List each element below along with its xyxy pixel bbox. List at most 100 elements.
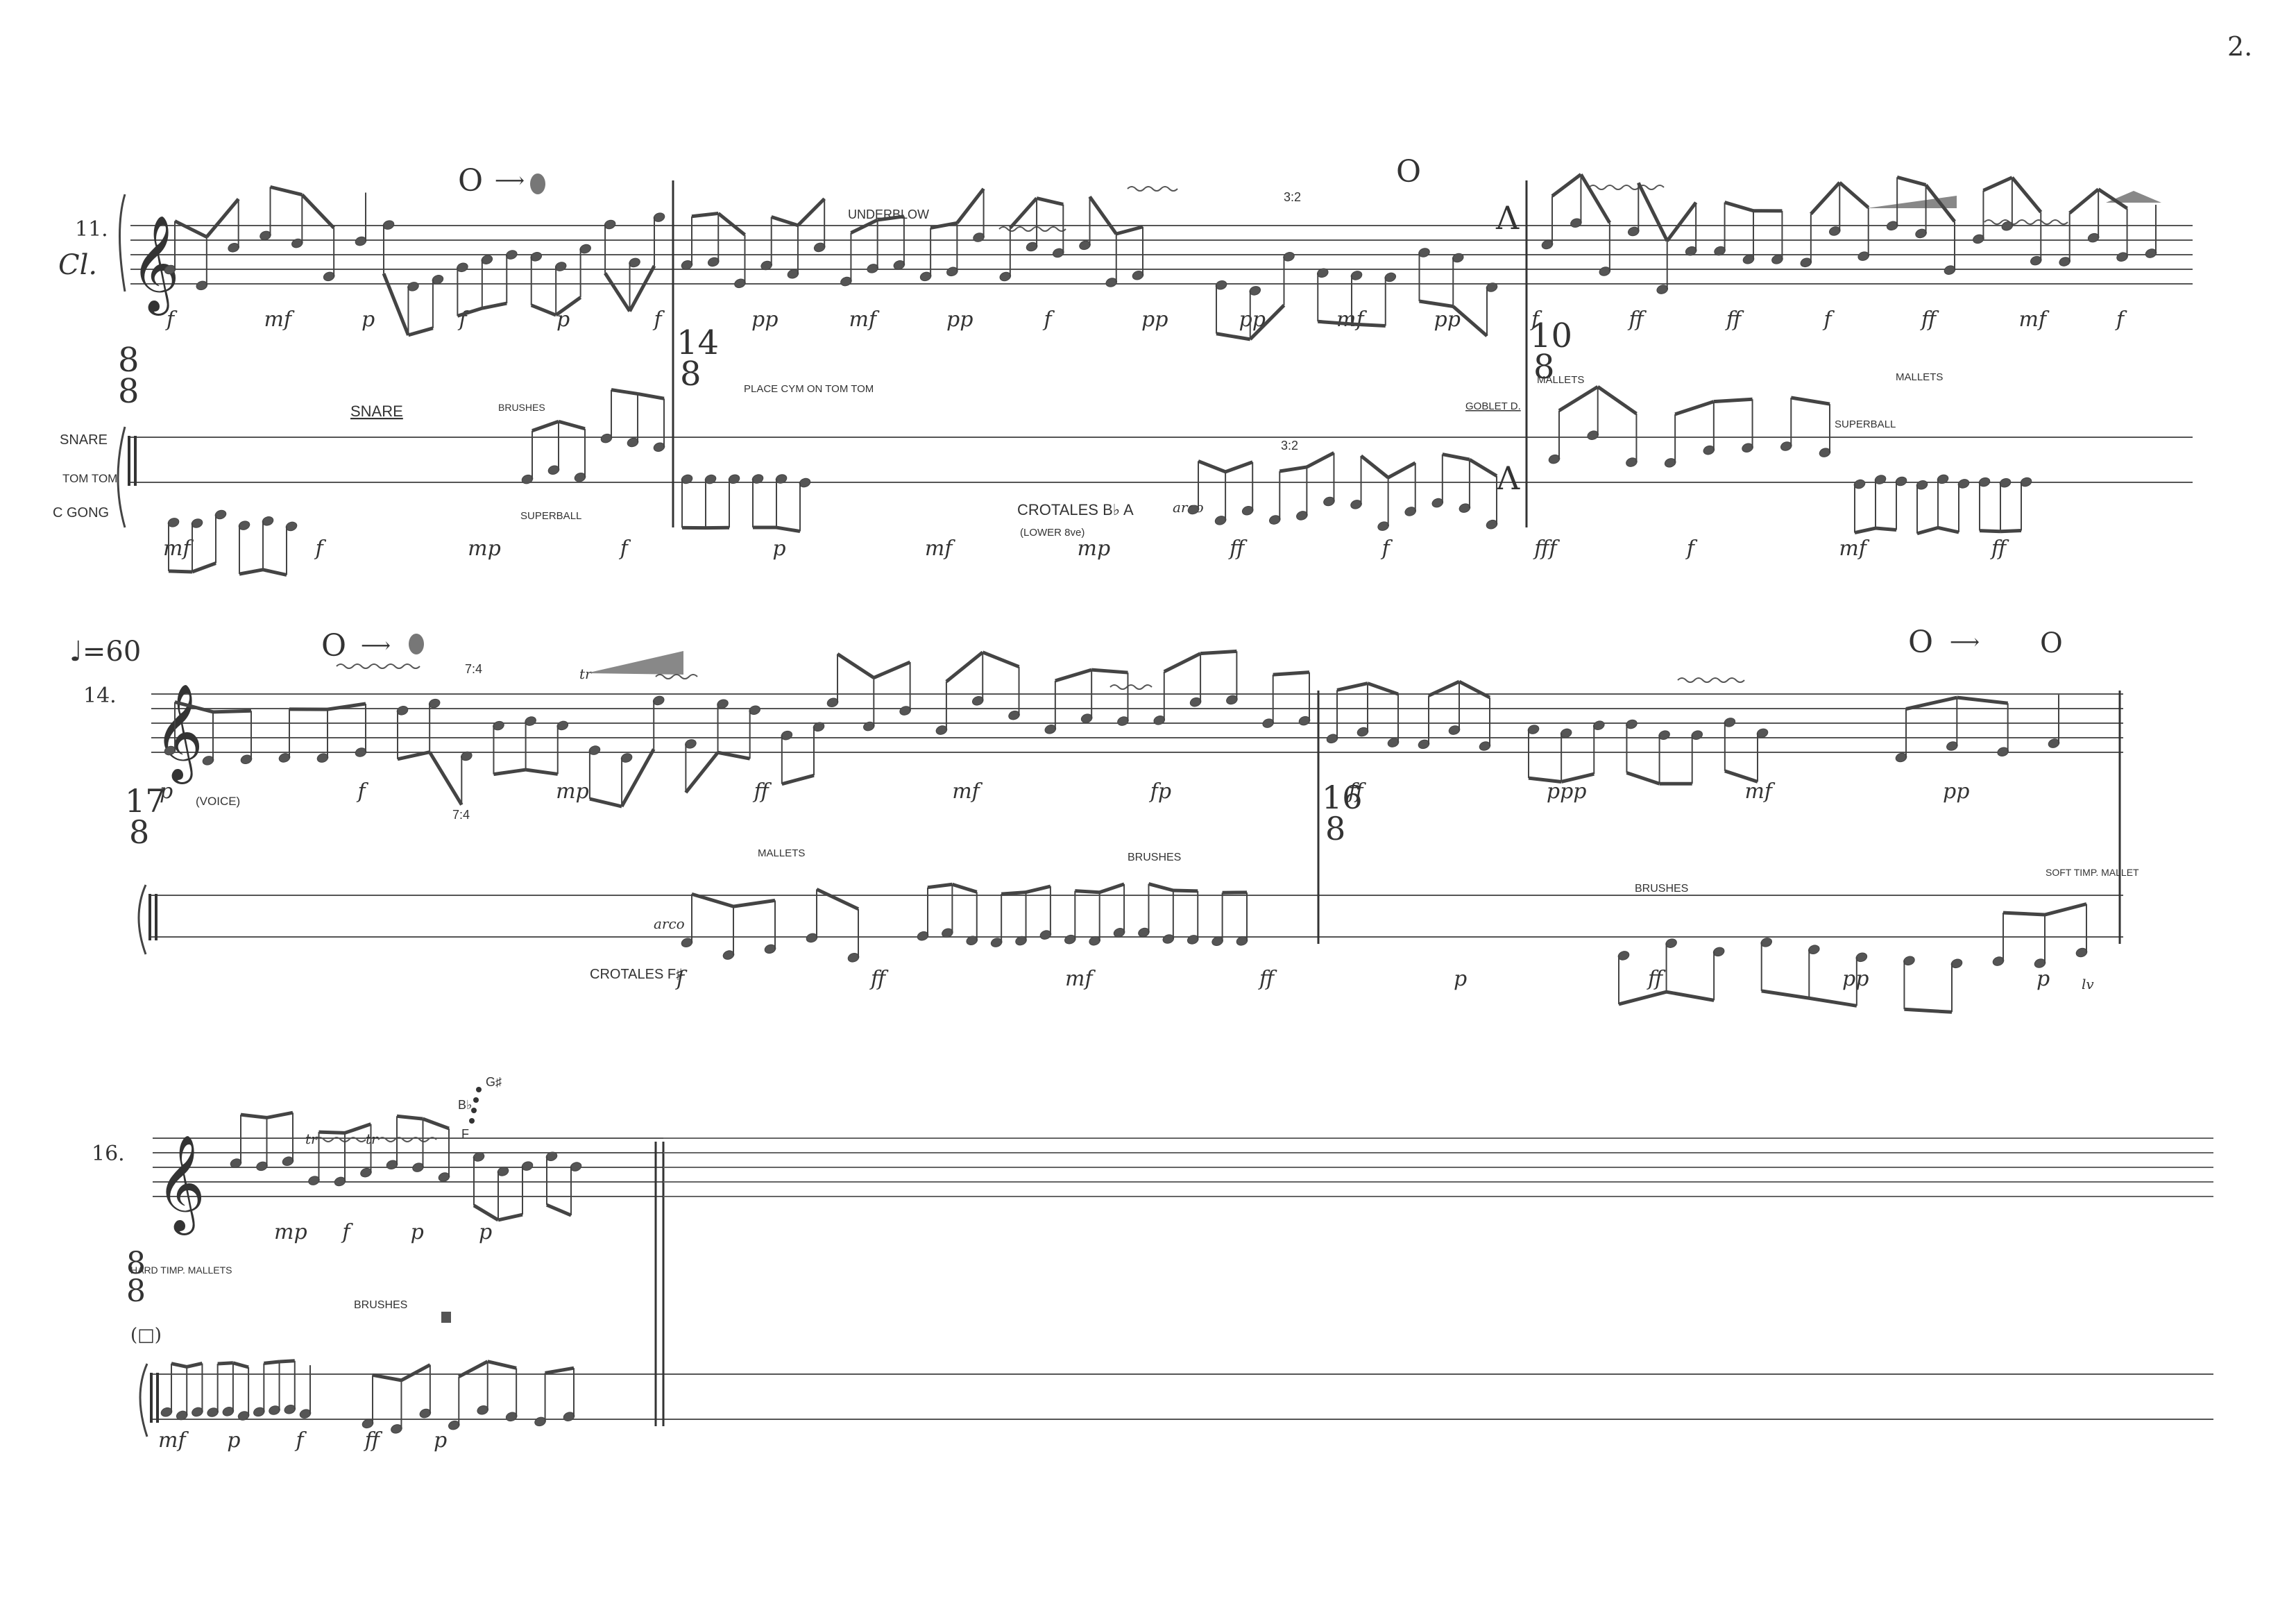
- beam: [498, 1212, 523, 1222]
- tuplet-ratio: 7:4: [465, 662, 482, 676]
- label-c-gong: C GONG: [53, 505, 109, 521]
- beam: [1273, 670, 1310, 677]
- beam: [1163, 652, 1202, 674]
- dynamic-marking: pp: [1434, 307, 1461, 332]
- percussion-staff: [130, 437, 2193, 483]
- dynamic-marking: mf: [163, 536, 194, 561]
- dynamic-marking: f: [295, 1428, 307, 1453]
- beam: [1001, 890, 1026, 896]
- barlines: [1317, 691, 2121, 944]
- beam: [217, 1361, 234, 1366]
- beam: [1579, 173, 1612, 224]
- beam: [1468, 457, 1498, 477]
- beam: [525, 768, 559, 776]
- beam: [545, 1366, 575, 1375]
- barlines: [672, 180, 1528, 527]
- beam: [240, 1113, 267, 1119]
- beam: [1924, 183, 1956, 223]
- beam: [1808, 996, 1857, 1008]
- dynamic-marking: pp: [946, 307, 973, 332]
- beam: [2002, 911, 2046, 917]
- beam: [1904, 1007, 1953, 1014]
- notation-box-icon: (□): [130, 1325, 162, 1346]
- perc-text-snare: SNARE: [350, 403, 403, 420]
- dynamic-marking: pp: [751, 307, 778, 332]
- dynamic-marking: mf: [1744, 779, 1775, 804]
- beam: [877, 214, 905, 222]
- dynamic-marking: mp: [1078, 536, 1111, 561]
- dynamic-marking: ff: [1990, 536, 2009, 561]
- beam: [733, 898, 776, 908]
- beam: [1452, 305, 1488, 337]
- beam: [174, 700, 214, 714]
- dynamic-marking: mf: [849, 307, 880, 332]
- beam: [300, 193, 335, 230]
- beam: [264, 1360, 280, 1365]
- beam: [1666, 990, 1715, 1002]
- beam: [487, 1360, 517, 1370]
- tuplet-ratio: 7:4: [452, 808, 470, 822]
- beam: [1351, 322, 1386, 328]
- beam: [1225, 460, 1254, 474]
- beam: [1838, 181, 1870, 210]
- fingering-note: G♯: [486, 1075, 502, 1089]
- beam: [1091, 668, 1128, 675]
- beam: [239, 568, 264, 576]
- arrow-right-icon: ⟶: [1950, 630, 1980, 654]
- dynamic-marking: ff: [1228, 536, 1248, 561]
- beam: [1055, 668, 1092, 683]
- dynamic-marking: ff: [1647, 967, 1666, 991]
- dynamic-marking: mp: [468, 536, 501, 561]
- closed-air-icon: [530, 174, 545, 194]
- dynamic-marking: f: [1381, 536, 1393, 561]
- beam: [1558, 385, 1599, 412]
- crescendo-wedge-icon: [586, 651, 683, 675]
- time-sig-num: 8: [118, 341, 139, 380]
- dynamic-marking: pp: [1141, 307, 1168, 332]
- dynamic-marking: f: [314, 536, 327, 561]
- beam: [558, 419, 586, 431]
- empty-staff: [663, 1137, 2213, 1197]
- tempo-mark: ♩=60: [69, 636, 141, 668]
- trill-mark: tr: [305, 1131, 318, 1147]
- beam: [1306, 451, 1335, 469]
- beam: [397, 750, 430, 761]
- beam: [776, 525, 801, 534]
- perc-text-brushes: BRUSHES: [1635, 883, 1688, 895]
- system-3: 16. 𝄞 8 8 tr tr B♭ G♯ F HARD TIMP. MALLE…: [92, 1075, 2213, 1453]
- instrument-label-clarinet: Cl.: [58, 249, 97, 281]
- beam: [1724, 769, 1758, 784]
- dynamic-marking: p: [2036, 967, 2050, 991]
- system-1: 11. Cl. SNARE TOM TOM C GONG 𝄞 8 8 14 8 …: [53, 154, 2193, 577]
- treble-clef-icon: 𝄞: [156, 1135, 205, 1235]
- time-sig-num: 14: [677, 323, 719, 362]
- dynamic-marking: p: [227, 1428, 240, 1453]
- dynamic-marking: pp: [1943, 779, 1969, 804]
- dynamic-marking: p: [1454, 967, 1467, 991]
- beam: [982, 650, 1020, 668]
- fingering-diagram-icon: [469, 1087, 482, 1124]
- trill-lines: [998, 185, 2068, 232]
- beam: [279, 1359, 295, 1364]
- beam: [1116, 225, 1143, 236]
- beam: [691, 892, 734, 908]
- beam: [2097, 187, 2128, 210]
- time-sig-den: 8: [126, 1274, 146, 1309]
- beam: [173, 219, 207, 239]
- beam: [262, 568, 287, 577]
- open-air-icon: O: [1908, 625, 1933, 660]
- measure-number: 16.: [92, 1142, 125, 1166]
- beam: [2000, 529, 2022, 534]
- beam: [205, 198, 240, 239]
- clarinet-notes: [164, 649, 2060, 809]
- dynamic-marking: f: [619, 536, 631, 561]
- dynamic-marking: f: [1685, 536, 1698, 561]
- beam: [1982, 176, 2013, 192]
- beam: [1905, 695, 1957, 711]
- fingering-note: F: [461, 1127, 469, 1141]
- beam: [1216, 332, 1251, 341]
- fingering-note: B♭: [458, 1098, 473, 1112]
- beam: [955, 187, 985, 224]
